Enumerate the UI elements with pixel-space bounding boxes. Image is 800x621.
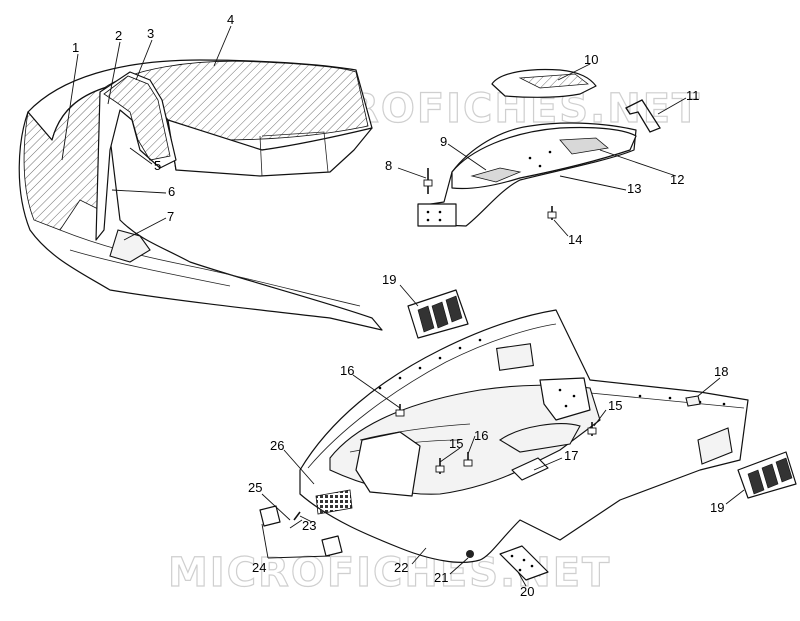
side-panel-hatch bbox=[23, 87, 105, 231]
callout-1: 1 bbox=[72, 40, 79, 55]
callout-7: 7 bbox=[167, 209, 174, 224]
part-18-plug bbox=[685, 395, 701, 407]
part-17-pad bbox=[511, 457, 549, 481]
tunnel-bracket bbox=[539, 377, 591, 421]
part-21-grommet bbox=[466, 550, 474, 558]
belly-window-right bbox=[697, 427, 733, 465]
callout-17: 17 bbox=[564, 448, 578, 463]
dash-crease bbox=[259, 131, 329, 177]
callout-15-left: 15 bbox=[449, 436, 463, 451]
dash-panel bbox=[167, 119, 373, 177]
inner-liner-hatch bbox=[103, 75, 171, 161]
side-body-line-2 bbox=[69, 249, 231, 287]
callout-5: 5 bbox=[154, 158, 161, 173]
part-24-patch-left bbox=[259, 505, 281, 527]
callout-2: 2 bbox=[115, 28, 122, 43]
tunnel-right-part bbox=[498, 423, 581, 453]
hood-upper-assembly bbox=[18, 59, 383, 331]
callout-25: 25 bbox=[248, 480, 262, 495]
front-grille bbox=[315, 489, 353, 515]
callout-3: 3 bbox=[147, 26, 154, 41]
part-20-plate bbox=[499, 545, 549, 581]
rivet-row bbox=[378, 338, 726, 406]
callout-10: 10 bbox=[584, 52, 598, 67]
part-24-patch-right bbox=[321, 535, 343, 557]
side-channel-7 bbox=[109, 229, 151, 263]
callout-19-upper: 19 bbox=[382, 272, 396, 287]
part-11-clip bbox=[625, 99, 661, 133]
console-pad-left bbox=[470, 167, 522, 183]
callout-22: 22 bbox=[394, 560, 408, 575]
part-23-washer bbox=[289, 519, 303, 529]
callout-16-upper: 16 bbox=[340, 363, 354, 378]
callout-20: 20 bbox=[520, 584, 534, 599]
callout-labels: 1 2 3 4 5 6 7 8 9 10 11 12 13 14 15 15 1… bbox=[72, 12, 728, 599]
callout-4: 4 bbox=[227, 12, 234, 27]
callout-12: 12 bbox=[670, 172, 684, 187]
tunnel-bulkhead bbox=[355, 431, 421, 497]
callout-23: 23 bbox=[302, 518, 316, 533]
vent-19-lower bbox=[737, 451, 797, 499]
callout-14: 14 bbox=[568, 232, 582, 247]
callout-26: 26 bbox=[270, 438, 284, 453]
callout-11: 11 bbox=[686, 88, 700, 103]
belly-window-top bbox=[496, 343, 534, 371]
callout-8: 8 bbox=[385, 158, 392, 173]
belly-pan-assembly bbox=[299, 309, 749, 563]
console-assembly bbox=[417, 68, 661, 227]
callout-16-lower: 16 bbox=[474, 428, 488, 443]
callout-13: 13 bbox=[627, 181, 641, 196]
leader-lines bbox=[61, 25, 745, 587]
callout-18: 18 bbox=[714, 364, 728, 379]
callout-24: 24 bbox=[252, 560, 266, 575]
belly-pan-rim-right bbox=[579, 391, 745, 409]
vent-19-upper bbox=[407, 289, 469, 339]
part-25-screw bbox=[293, 511, 301, 521]
callout-15-right: 15 bbox=[608, 398, 622, 413]
callout-21: 21 bbox=[434, 570, 448, 585]
callout-19-lower: 19 bbox=[710, 500, 724, 515]
console-pad-right bbox=[559, 137, 609, 155]
belly-pan-rim bbox=[307, 323, 557, 469]
callout-6: 6 bbox=[168, 184, 175, 199]
callout-9: 9 bbox=[440, 134, 447, 149]
part-10-hatch bbox=[518, 73, 589, 89]
console-bracket bbox=[417, 203, 457, 227]
side-body-line bbox=[59, 229, 361, 307]
